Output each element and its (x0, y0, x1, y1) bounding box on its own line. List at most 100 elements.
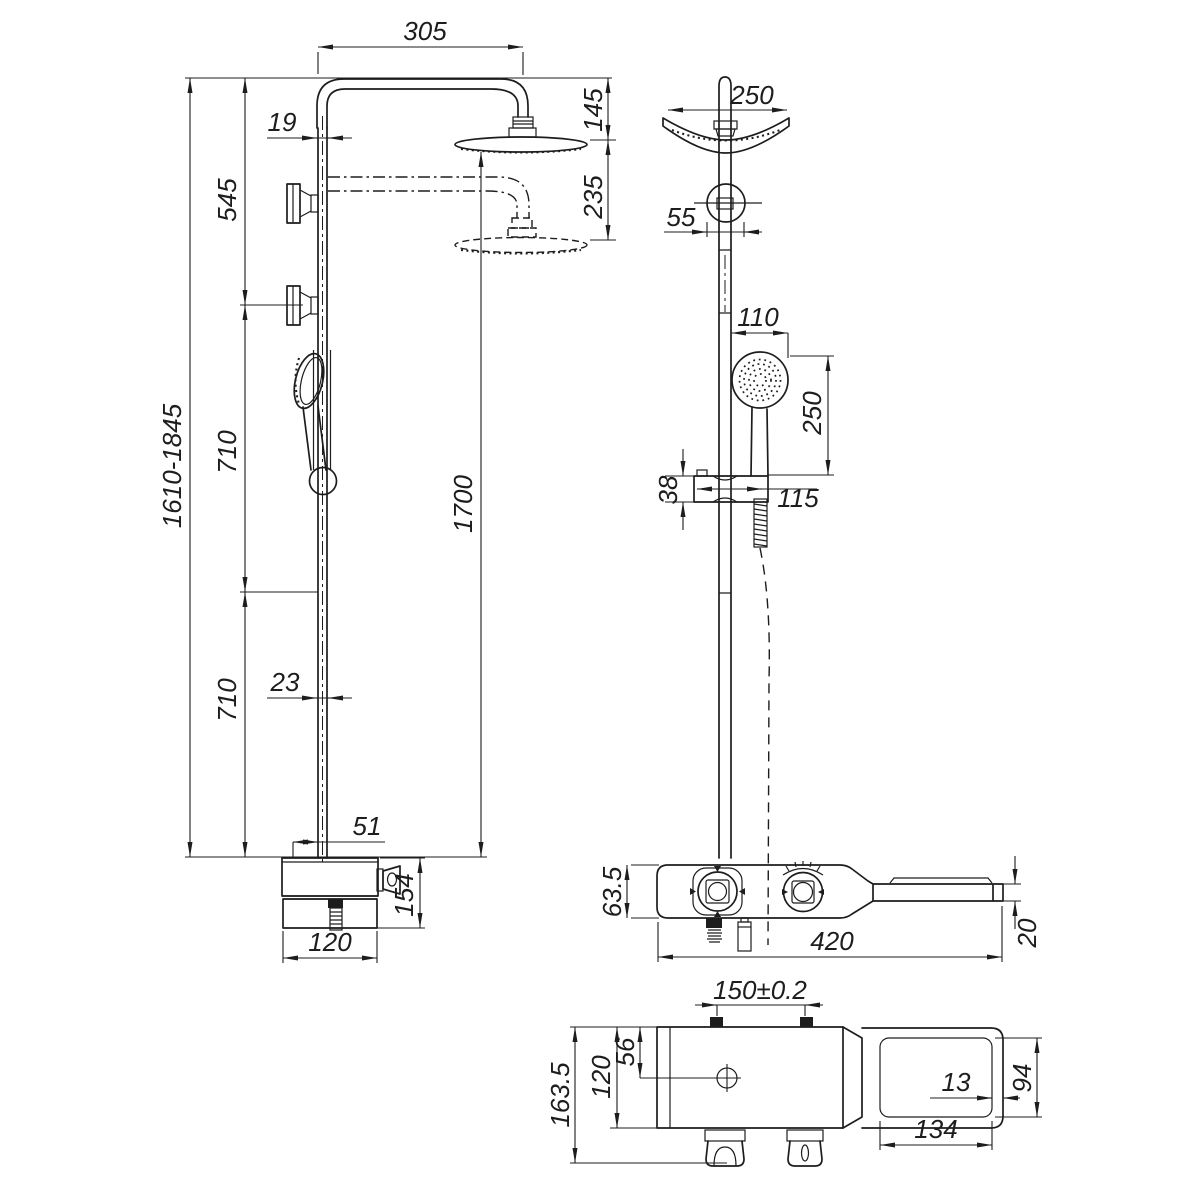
hand-shower-holder (308, 466, 338, 496)
side-dimensions: 250 55 110 250 38 115 63.5 420 (597, 80, 1042, 962)
dim-side-head-diameter: 250 (729, 80, 774, 110)
diverter-handle (382, 865, 401, 895)
head-disk (454, 136, 588, 153)
hand-shower-spray-edge (294, 357, 301, 405)
phantom-base (507, 227, 537, 238)
head-connector-nut (512, 116, 534, 129)
dim-bottom-shelf-depth: 94 (1007, 1064, 1037, 1093)
extension-line (317, 52, 524, 75)
head-connector-base (508, 127, 537, 138)
extension-line (240, 304, 318, 593)
hand-shower-side (731, 351, 789, 477)
hose-nut-side (706, 918, 722, 928)
hand-shower-handle (302, 405, 327, 471)
head-nut-side (713, 120, 738, 130)
shower-arm-inner (326, 88, 519, 129)
shelf-plate (889, 877, 993, 884)
dim-bottom-inlet-spacing: 150±0.2 (713, 975, 807, 1005)
head-nozzles (460, 147, 582, 154)
temperature-arc (782, 867, 824, 876)
pole-side (718, 76, 732, 859)
dim-side-valve-body-height: 63.5 (597, 866, 627, 917)
dim-front-valve-width: 120 (308, 927, 352, 957)
hand-shower-handle-side (750, 406, 769, 477)
dim-front-lower-section: 710 (212, 678, 242, 722)
dim-front-upper-section: 545 (212, 178, 242, 222)
pole-joints (719, 249, 731, 594)
bottom-view: 150±0.2 56 120 163.5 13 94 134 (545, 975, 1042, 1167)
diverter-handle-face (386, 872, 398, 887)
phantom-nozzles (460, 248, 582, 255)
dim-front-arm-reach: 305 (403, 16, 447, 46)
dim-bottom-body-depth: 120 (586, 1055, 616, 1099)
dim-side-hose-offset: 115 (777, 483, 819, 513)
rain-head-side (662, 117, 790, 154)
dim-front-pole-upper-dia: 19 (268, 107, 297, 137)
head-nozzles-side (671, 129, 781, 142)
side-view: 250 55 110 250 38 115 63.5 420 (597, 76, 1042, 962)
dim-front-valve-height: 154 (389, 873, 419, 916)
wall-mount-side (694, 183, 762, 223)
dim-line-inlet-spacing (695, 1004, 823, 1016)
diverter-knob (690, 866, 745, 917)
dim-side-shelf-thickness: 20 (1012, 918, 1042, 948)
nut-ridges (513, 120, 533, 125)
extension-line (1003, 883, 1021, 902)
dim-front-mid-section: 710 (212, 430, 242, 474)
dim-side-handshower-length: 250 (797, 391, 827, 436)
cartridge (737, 921, 752, 952)
shelf-outline (861, 1027, 1004, 1129)
dim-line-valve-offset (292, 841, 385, 857)
dim-front-head-drop: 235 (578, 175, 608, 220)
dim-front-pole-lower-dia: 23 (270, 667, 300, 697)
hand-shower-head (293, 352, 325, 410)
dim-front-pole-height: 1700 (448, 475, 478, 533)
hose-spring-tail (707, 929, 722, 943)
extension-line (590, 139, 616, 241)
shelf-recess (879, 1037, 993, 1118)
hose-spring (329, 907, 343, 931)
hose-nut (328, 899, 343, 908)
shelf-arm (872, 883, 1004, 902)
dim-bottom-shelf-gap: 13 (942, 1067, 971, 1097)
hose-dashed-path (759, 547, 771, 946)
dim-bottom-total-depth: 163.5 (545, 1062, 575, 1128)
shower-arm-outer (316, 78, 529, 129)
dim-front-height-range: 1610-1845 (157, 403, 187, 528)
inlet-right (800, 1017, 813, 1027)
outlet-connector-right (786, 1129, 824, 1167)
shelf-taper (842, 1026, 863, 1129)
phantom-arm-outer (328, 176, 530, 218)
dim-side-valve-length: 420 (810, 926, 854, 956)
dim-front-head-to-ceiling: 145 (578, 88, 608, 132)
extension-line (570, 1026, 727, 1164)
slide-rail (312, 350, 332, 470)
temperature-knob (782, 861, 824, 913)
outlet-connector-left (704, 1129, 746, 1167)
shower-hose (753, 498, 771, 946)
dim-bottom-shelf-width: 134 (914, 1114, 957, 1144)
dim-side-handshower-offset: 110 (737, 302, 779, 332)
rain-head-lower-position (328, 176, 588, 255)
phantom-disk (454, 236, 588, 254)
extension-line (665, 475, 694, 503)
front-dimensions: 305 19 145 235 1610-1845 545 710 710 170… (157, 16, 616, 963)
wall-bracket-upper (286, 183, 319, 224)
rain-shower-head (454, 116, 588, 154)
hose-spring-side (753, 498, 768, 548)
phantom-nut (511, 217, 533, 229)
dim-front-valve-offset: 51 (353, 811, 382, 841)
phantom-arm-inner (328, 190, 518, 218)
bottom-dimensions: 150±0.2 56 120 163.5 13 94 134 (545, 975, 1042, 1164)
hand-shower-face (299, 356, 323, 406)
extension-line (995, 1037, 1042, 1118)
extension-line (631, 864, 659, 919)
dim-side-slider-height: 38 (653, 475, 683, 504)
front-view: 305 19 145 235 1610-1845 545 710 710 170… (157, 16, 616, 963)
hand-shower-front (293, 350, 338, 496)
hand-shower-face-side (731, 351, 789, 409)
dim-side-bracket-diameter: 55 (667, 202, 696, 232)
inlet-left (710, 1017, 723, 1027)
